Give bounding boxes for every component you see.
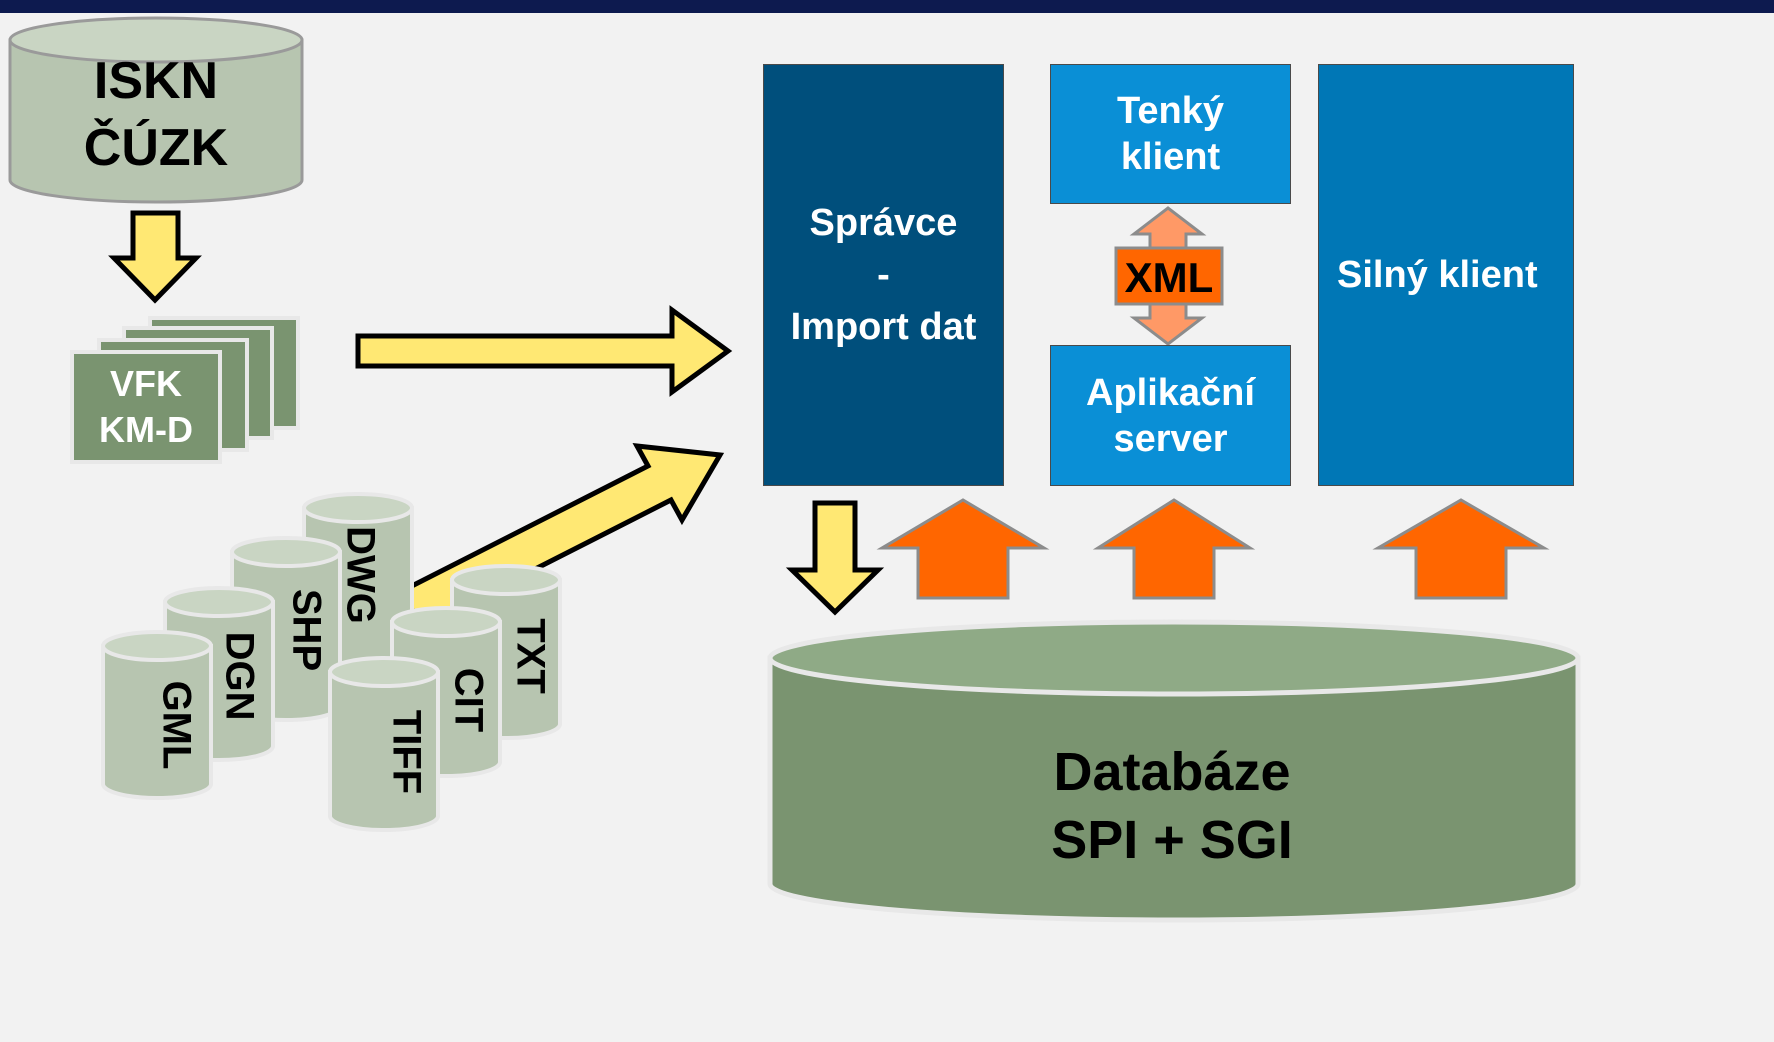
import-label: Import dat: [790, 306, 977, 348]
import-right-arrow: [355, 305, 733, 397]
tiff-cylinder: TIFF: [328, 656, 440, 832]
database-spi-sgi-cylinder: Databáze SPI + SGI: [767, 619, 1581, 923]
gml-label: GML: [154, 681, 198, 770]
export-down-arrow: [108, 210, 202, 304]
shp-label: SHP: [284, 589, 328, 671]
xml-double-arrow: XML: [1114, 206, 1224, 346]
thin-client-box: Tenký klient: [1050, 64, 1291, 204]
kmd-label: KM-D: [99, 409, 193, 450]
thin-client-line1: Tenký: [1116, 90, 1224, 132]
app-server-line1: Aplikační: [1086, 371, 1255, 414]
thin-client-line2: klient: [1120, 136, 1221, 178]
app-server-box: Aplikační server: [1050, 345, 1291, 486]
cuzk-label: ČÚZK: [84, 118, 229, 177]
header-bar: [0, 0, 1774, 13]
admin-import-box: Správce - Import dat: [763, 64, 1004, 486]
iskn-cuzk-database-cylinder: ISKN ČÚZK: [8, 16, 304, 204]
admin-label: Správce: [809, 202, 958, 244]
vfk-label: VFK: [110, 363, 182, 404]
thick-client-read-arrow: [1372, 498, 1550, 600]
admin-dash: -: [877, 254, 890, 296]
dwg-label: DWG: [338, 526, 382, 624]
iskn-label: ISKN: [94, 52, 218, 110]
txt-label: TXT: [508, 618, 552, 694]
gml-cylinder: GML: [101, 630, 213, 800]
store-down-arrow: [785, 500, 885, 616]
database-label: Databáze: [1053, 742, 1290, 802]
cit-label: CIT: [446, 668, 490, 732]
admin-read-arrow: [876, 498, 1050, 600]
thick-client-label: Silný klient: [1337, 253, 1538, 296]
vfk-kmd-document-stack: VFK KM-D: [70, 316, 300, 464]
xml-label: XML: [1125, 254, 1214, 301]
app-server-line2: server: [1113, 417, 1228, 460]
app-server-read-arrow: [1092, 498, 1256, 600]
spi-sgi-label: SPI + SGI: [1051, 810, 1293, 870]
dgn-label: DGN: [217, 632, 261, 721]
tiff-label: TIFF: [384, 710, 428, 794]
thick-client-box: Silný klient: [1318, 64, 1574, 486]
